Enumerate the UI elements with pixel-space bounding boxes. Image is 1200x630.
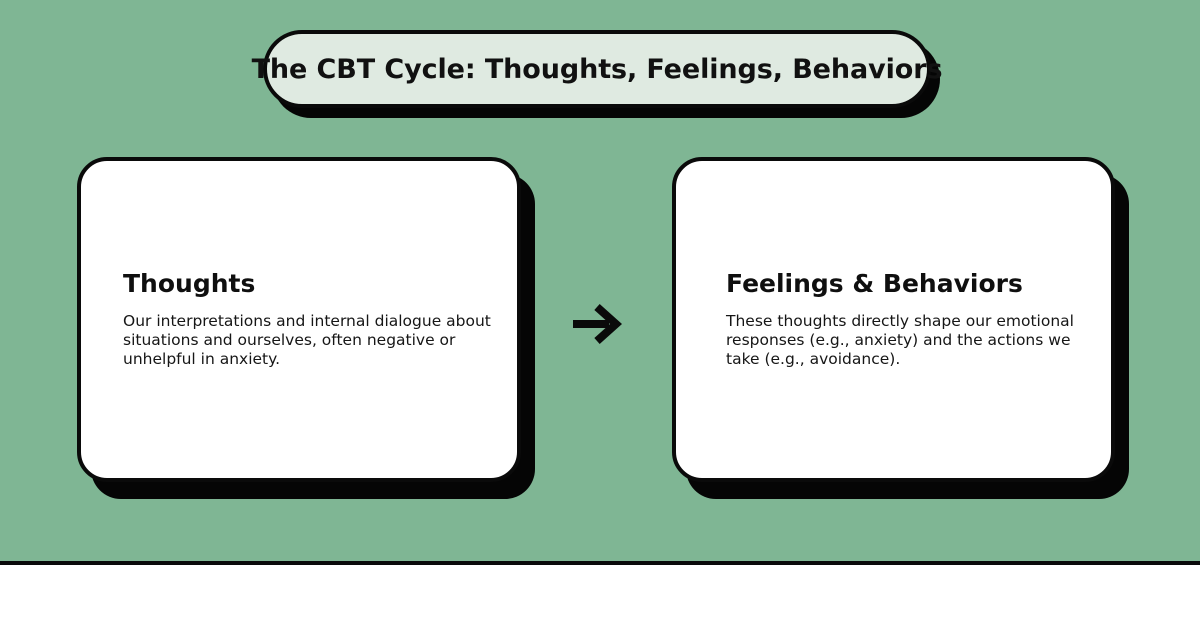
card-feelings-behaviors-body: These thoughts directly shape our emotio…: [726, 311, 1074, 368]
card-feelings-behaviors-heading: Feelings & Behaviors: [726, 269, 1023, 299]
page-title: The CBT Cycle: Thoughts, Feelings, Behav…: [251, 53, 943, 85]
card-feelings-behaviors: Feelings & Behaviors These thoughts dire…: [672, 157, 1115, 482]
slide-title-pill: The CBT Cycle: Thoughts, Feelings, Behav…: [252, 30, 943, 108]
card-thoughts-body: Our interpretations and internal dialogu…: [123, 311, 491, 368]
footer-divider: [0, 561, 1200, 565]
arrow-right-icon: [566, 296, 630, 352]
card-thoughts: Thoughts Our interpretations and interna…: [77, 157, 521, 482]
card-thoughts-heading: Thoughts: [123, 269, 256, 299]
slide-footer: Kinder mind: [0, 565, 1200, 630]
